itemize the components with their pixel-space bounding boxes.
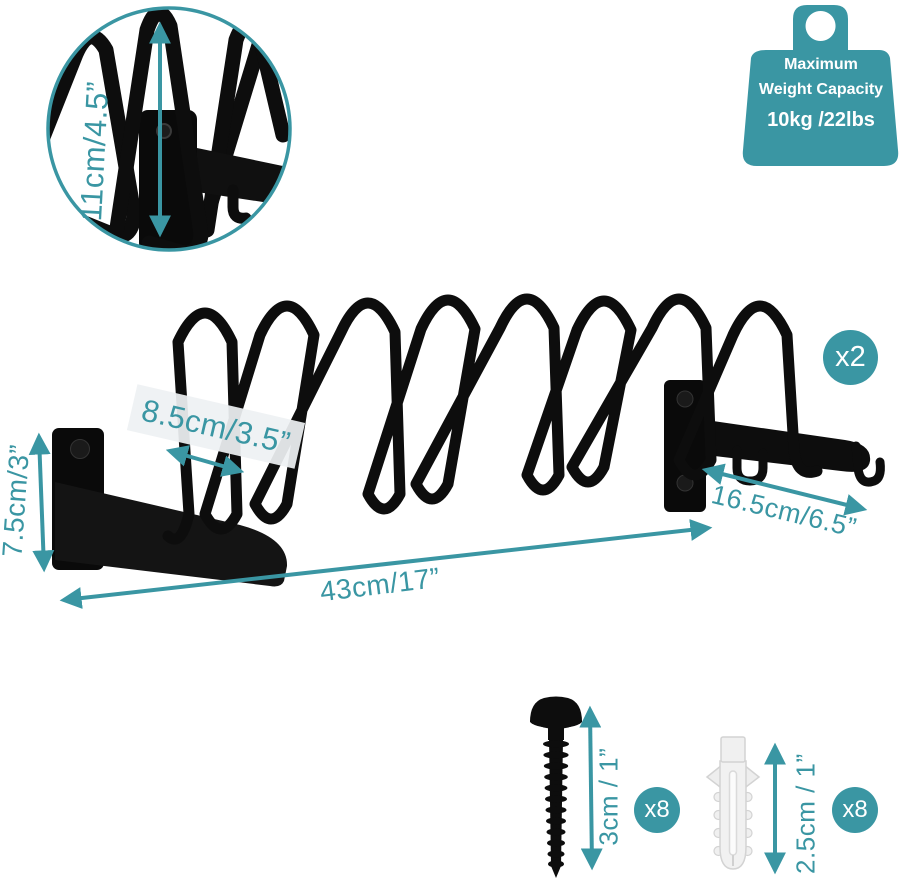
screw-length-label: 3cm / 1” bbox=[593, 747, 624, 846]
left-plate-screw-top bbox=[70, 439, 90, 459]
anchor-quantity-badge: x8 bbox=[832, 787, 878, 833]
screw-length-arrow bbox=[579, 705, 603, 871]
detail-callout bbox=[46, 6, 292, 252]
weight-capacity-badge-text: Maximum Weight Capacity 10kg /22lbs bbox=[742, 56, 900, 131]
kettlebell-weight-icon bbox=[793, 5, 848, 51]
screw-quantity-badge: x8 bbox=[634, 787, 680, 833]
kettlebell-body bbox=[742, 50, 899, 166]
end-bar-length-arrow bbox=[701, 463, 868, 516]
right-plate-screw-top bbox=[676, 390, 694, 408]
badge-line-1: Maximum bbox=[784, 56, 858, 73]
callout-circle bbox=[46, 6, 292, 252]
anchor-length-label: 2.5cm / 1” bbox=[790, 753, 821, 874]
pack-quantity-badge: x2 bbox=[823, 330, 878, 385]
screw-icon bbox=[530, 696, 582, 878]
overall-length-arrow bbox=[59, 519, 713, 609]
badge-line-3: 10kg /22lbs bbox=[767, 109, 875, 131]
slot-spacing-arrow bbox=[165, 445, 245, 477]
right-side-bar bbox=[706, 420, 871, 472]
badge-line-2: Weight Capacity bbox=[758, 81, 884, 98]
rack-serpentine-wire bbox=[162, 293, 823, 545]
callout-hook bbox=[227, 184, 252, 224]
bracket-height-arrow bbox=[28, 432, 55, 573]
wall-anchor-icon bbox=[705, 736, 761, 870]
dimension-arrows bbox=[28, 432, 868, 875]
weight-capacity-badge bbox=[742, 5, 899, 166]
